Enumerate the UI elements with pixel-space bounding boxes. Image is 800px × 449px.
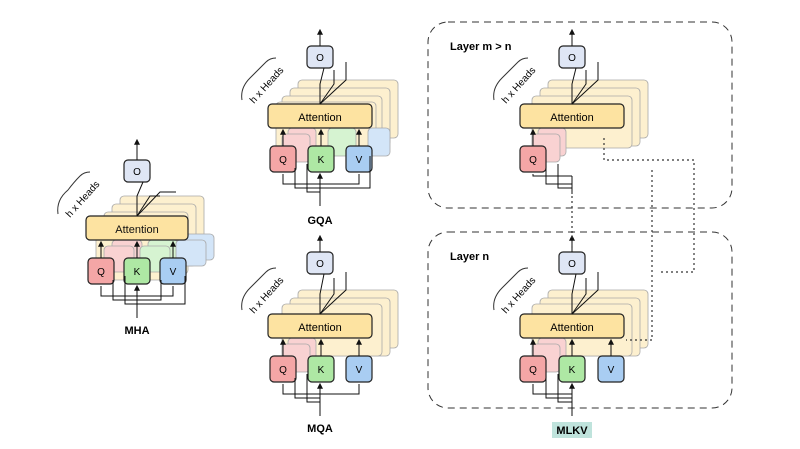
mlkv-lower-query-label: Q bbox=[529, 365, 537, 376]
mha-key-label: K bbox=[134, 267, 141, 278]
mlkv-upper-query-label: Q bbox=[529, 155, 537, 166]
mlkv-upper-heads-brace bbox=[493, 57, 529, 101]
mqa-output-label: O bbox=[316, 259, 324, 270]
mha-connections bbox=[98, 138, 186, 318]
gqa-output-label: O bbox=[316, 53, 324, 64]
mha-caption: MHA bbox=[124, 325, 149, 337]
gqa-query-label: Q bbox=[279, 155, 287, 166]
mqa-value-label: V bbox=[356, 365, 363, 376]
mha-heads-label: h x Heads bbox=[64, 179, 102, 220]
mqa-connections bbox=[280, 234, 362, 416]
gqa-heads-label: h x Heads bbox=[248, 65, 286, 106]
gqa-heads-brace bbox=[241, 57, 277, 101]
mqa-caption: MQA bbox=[307, 423, 333, 435]
mha-query-label: Q bbox=[97, 267, 105, 278]
mlkv-lower-output-label: O bbox=[568, 259, 576, 270]
mlkv-upper-attention-label: Attention bbox=[550, 112, 593, 124]
gqa-attention-label: Attention bbox=[298, 112, 341, 124]
mlkv-caption-highlight bbox=[552, 422, 592, 438]
mlkv-lower-key-label: K bbox=[569, 365, 576, 376]
layer-upper-label: Layer m > n bbox=[450, 41, 512, 53]
mha-attention-label: Attention bbox=[115, 224, 158, 236]
mlkv-lower-diagram: Attention Q K V O h x Heads bbox=[493, 234, 649, 416]
mha-value-label: V bbox=[170, 267, 177, 278]
layer-lower-label: Layer n bbox=[450, 251, 489, 263]
mqa-heads-brace bbox=[241, 267, 277, 311]
kv-sharing-links bbox=[571, 138, 695, 341]
layer-upper-panel bbox=[427, 21, 733, 209]
mqa-heads-label: h x Heads bbox=[248, 275, 286, 316]
gqa-caption: GQA bbox=[307, 215, 332, 227]
layer-lower-panel bbox=[427, 231, 733, 409]
mqa-key-label: K bbox=[318, 365, 325, 376]
gqa-key-label: K bbox=[318, 155, 325, 166]
mha-heads-brace bbox=[57, 171, 91, 215]
mqa-attention-label: Attention bbox=[298, 322, 341, 334]
mlkv-lower-value-label: V bbox=[608, 365, 615, 376]
mlkv-lower-attention-label: Attention bbox=[550, 322, 593, 334]
mqa-query-label: Q bbox=[279, 365, 287, 376]
gqa-value-label: V bbox=[356, 155, 363, 166]
gqa-diagram: Attention Q K V O h x Heads GQA bbox=[241, 28, 399, 227]
mha-diagram: Attention Q K V O h x Heads MHA bbox=[57, 138, 215, 337]
gqa-connections bbox=[280, 28, 371, 206]
mlkv-upper-output-label: O bbox=[568, 53, 576, 64]
mha-output-label: O bbox=[133, 167, 141, 178]
mqa-diagram: Attention Q K V O h x Heads MQA bbox=[241, 234, 399, 435]
mlkv-upper-connections bbox=[530, 28, 599, 194]
mlkv-lower-connections bbox=[530, 234, 614, 416]
mlkv-upper-diagram: Attention Q O h x Heads bbox=[493, 28, 649, 194]
mlkv-lower-heads-brace bbox=[493, 267, 529, 311]
mlkv-caption: MLKV bbox=[556, 425, 588, 437]
